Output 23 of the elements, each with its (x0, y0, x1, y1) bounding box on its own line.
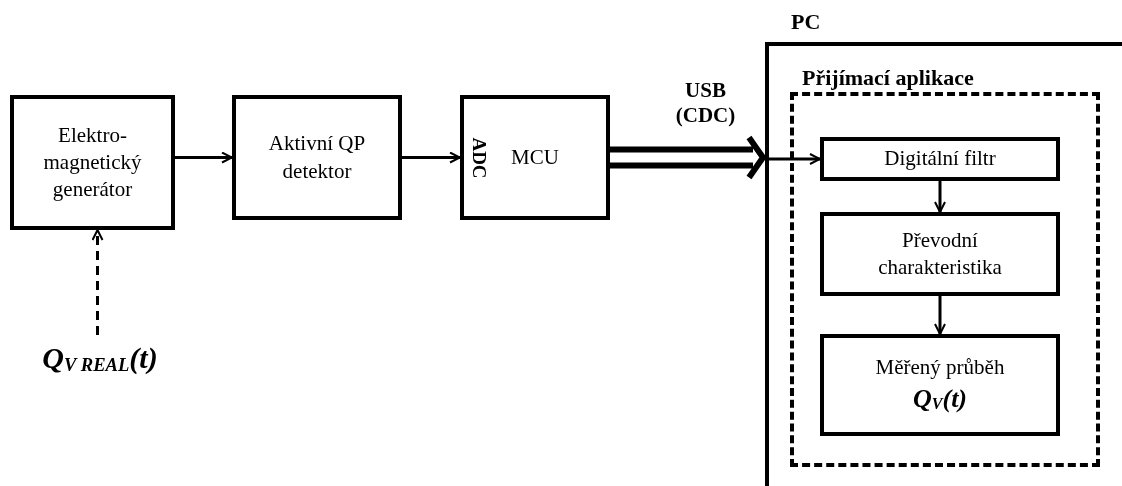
arrow (175, 151, 233, 164)
frame-heading: Přijímací aplikace (802, 64, 974, 92)
frame-heading: PC (791, 8, 821, 36)
process-box (820, 137, 1060, 181)
arrow (934, 296, 946, 335)
block-label: Digitální filtr (884, 145, 996, 173)
process-box (460, 95, 610, 220)
formula-label: Q$_{V}$(t) (912, 382, 968, 415)
block-label: MCU (511, 143, 559, 171)
arrow (934, 181, 946, 213)
double-arrow (607, 134, 767, 181)
formula-label: Q$_{V REAL}$(t) (42, 339, 158, 377)
arrow (91, 229, 104, 335)
block-label: Převodní charakteristika (877, 226, 1003, 281)
port-label: ADC (470, 136, 489, 179)
process-box (10, 95, 175, 230)
block-label: Aktivní QP detektor (267, 130, 367, 185)
arrow (402, 151, 461, 164)
block-label: Elektro- magnetický generátor (42, 121, 143, 204)
process-box (820, 334, 1060, 436)
process-box (820, 212, 1060, 296)
process-box (232, 95, 402, 220)
block-label: Měřený průběh (875, 354, 1005, 382)
